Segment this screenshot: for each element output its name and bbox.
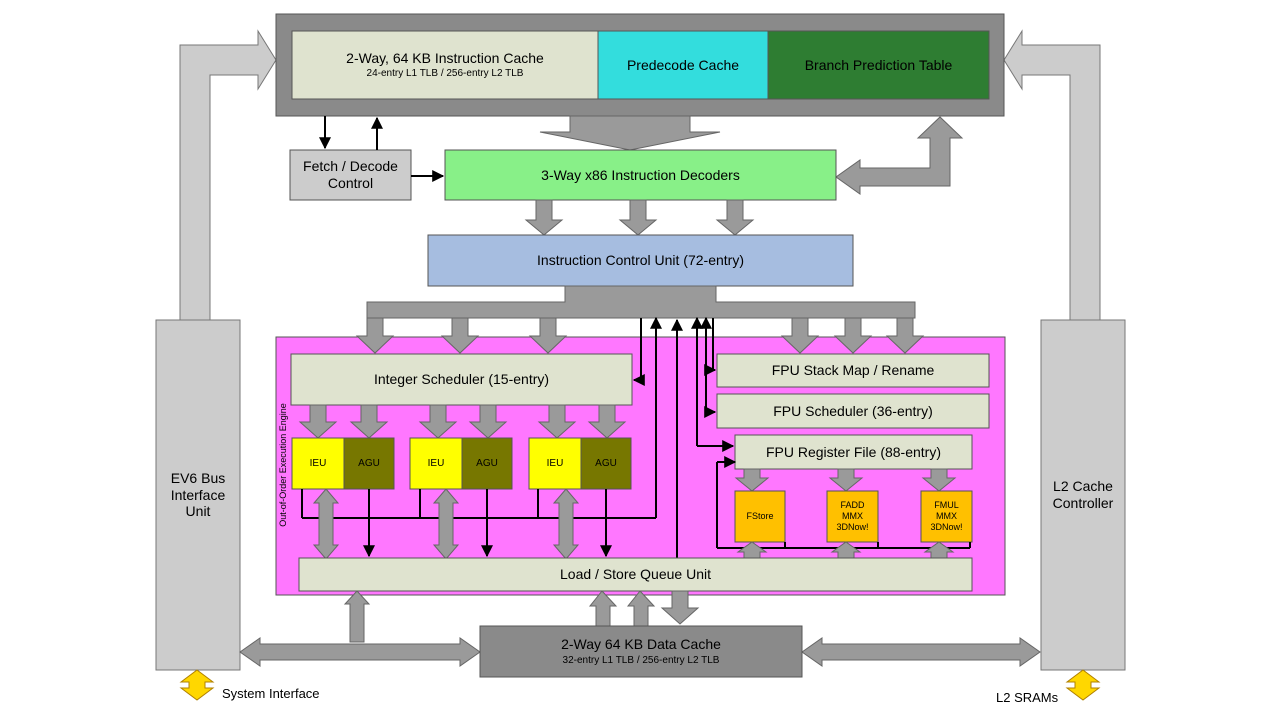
agu-2-label: AGU xyxy=(476,457,498,469)
predecode-cache xyxy=(597,30,769,100)
system-interface-label: System Interface xyxy=(222,686,320,701)
ooo-engine-label: Out-of-Order Execution Engine xyxy=(278,403,288,527)
decoders-label: 3-Way x86 Instruction Decoders xyxy=(541,166,740,183)
fmul-unit xyxy=(920,490,973,543)
system-interface-arrow xyxy=(179,669,215,701)
ev6-bus-interface-unit xyxy=(155,319,241,671)
ieu-2-label: IEU xyxy=(427,457,445,469)
ieu-1 xyxy=(291,437,345,490)
ieu-1-label: IEU xyxy=(309,457,327,469)
int-result-bus xyxy=(301,318,657,519)
agu-2 xyxy=(461,437,513,490)
l2-cache-controller xyxy=(1040,319,1126,671)
instruction-cache-title: 2-Way, 64 KB Instruction Cache xyxy=(346,49,544,66)
l2-controller-label: L2 Cache Controller xyxy=(1052,478,1114,511)
branch-to-decoder-arrow xyxy=(835,116,964,195)
agu-3-label: AGU xyxy=(595,457,617,469)
instruction-decoders xyxy=(444,149,837,201)
decoder-icu-arrow-3 xyxy=(715,199,755,236)
agu-3 xyxy=(580,437,632,490)
int-lsq-arrows xyxy=(312,488,580,560)
dispatch-fpu-arrow-1 xyxy=(780,317,820,354)
fpu-stack-map xyxy=(716,353,990,388)
fstore-label: FStore xyxy=(746,511,774,522)
icache-to-decoder-arrow xyxy=(539,115,721,151)
load-store-queue xyxy=(298,557,973,592)
decoder-icu-arrow-2 xyxy=(618,199,658,236)
lsq-label: Load / Store Queue Unit xyxy=(560,566,711,583)
instruction-cache-subtitle: 24-entry L1 TLB / 256-entry L2 TLB xyxy=(366,68,524,80)
branch-prediction-table xyxy=(767,30,990,100)
fetch-decode-label: Fetch / Decode Control xyxy=(303,158,398,191)
data-cache xyxy=(479,625,803,678)
fpu-stack-map-label: FPU Stack Map / Rename xyxy=(771,362,935,379)
integer-scheduler xyxy=(290,353,633,406)
dcache-l2-bus xyxy=(801,637,1041,667)
dispatch-int-arrow-3 xyxy=(528,317,568,354)
fpu-issue-arrows xyxy=(734,468,957,492)
instruction-control-unit xyxy=(427,234,854,287)
fadd-label: FADD MMX 3DNow! xyxy=(836,500,869,532)
lsq-dcache-arrows xyxy=(588,590,700,627)
dispatch-bus xyxy=(366,285,916,319)
agu-1-label: AGU xyxy=(358,457,380,469)
ev6-bus-arrow xyxy=(179,29,277,321)
fadd-unit xyxy=(826,490,879,543)
fmul-label: FMUL MMX 3DNow! xyxy=(930,500,963,532)
agu-1 xyxy=(343,437,395,490)
l2-srams-arrow xyxy=(1065,669,1101,701)
dispatch-int-arrow-2 xyxy=(440,317,480,354)
data-cache-title: 2-Way 64 KB Data Cache xyxy=(561,636,721,653)
int-issue-arrows xyxy=(298,404,627,439)
l2-bus-arrow xyxy=(1003,29,1101,321)
icu-label: Instruction Control Unit (72-entry) xyxy=(537,252,744,269)
fpu-scheduler xyxy=(716,393,990,429)
l2-srams-label: L2 SRAMs xyxy=(996,690,1059,705)
fpu-register-file xyxy=(734,434,973,470)
dispatch-fpu-arrow-2 xyxy=(833,317,873,354)
instruction-cache-label: 2-Way, 64 KB Instruction Cache 24-entry … xyxy=(292,31,598,99)
dispatch-fpu-arrow-3 xyxy=(885,317,925,354)
ev6-label: EV6 Bus Interface Unit xyxy=(170,469,226,520)
decoder-icu-arrow-1 xyxy=(524,199,564,236)
dispatch-int-arrow-1 xyxy=(355,317,395,354)
ieu-2 xyxy=(409,437,463,490)
lsq-bus-arrow xyxy=(343,590,371,643)
ieu-3-label: IEU xyxy=(546,457,564,469)
data-cache-label: 2-Way 64 KB Data Cache 32-entry L1 TLB /… xyxy=(480,626,802,677)
integer-scheduler-label: Integer Scheduler (15-entry) xyxy=(373,371,550,388)
data-cache-subtitle: 32-entry L1 TLB / 256-entry L2 TLB xyxy=(562,654,720,666)
fpu-scheduler-label: FPU Scheduler (36-entry) xyxy=(773,402,933,419)
branch-prediction-label: Branch Prediction Table xyxy=(804,56,953,73)
instruction-cache xyxy=(291,30,599,100)
fpu-register-file-label: FPU Register File (88-entry) xyxy=(765,443,942,460)
predecode-cache-label: Predecode Cache xyxy=(626,56,740,73)
fetch-decode-control xyxy=(289,149,412,201)
fstore-unit xyxy=(734,490,786,543)
